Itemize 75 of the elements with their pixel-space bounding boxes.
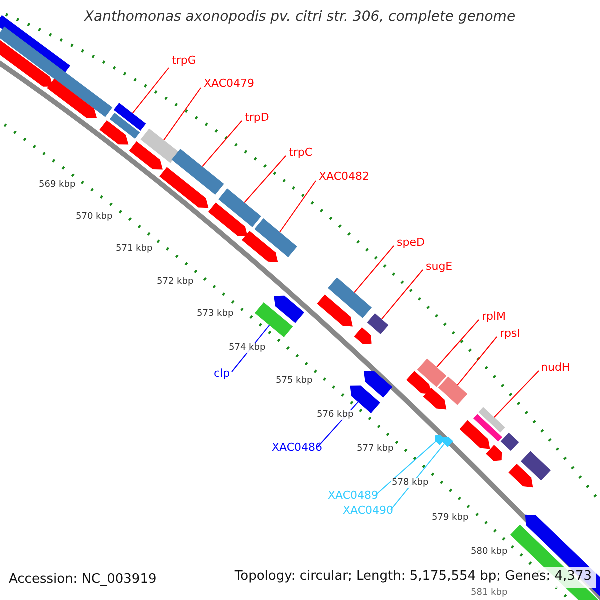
gene-segment [274,296,305,324]
scale-label: 576 kbp [316,410,355,420]
gene-segment [328,278,372,318]
leader-line [244,156,286,204]
leader-line [390,444,445,510]
gene-label: XAC0490 [343,505,394,518]
gene-segment [114,103,146,131]
footer-text: Accession: NC_003919 [9,573,157,588]
gene-segment [367,314,389,334]
gene-label: sugE [426,261,453,274]
gene-segment [0,40,54,87]
gene-segment [317,294,353,327]
gene-label: nudH [541,362,570,375]
gene-segment [438,376,468,406]
gene-segment [140,128,180,164]
scale-label: 579 kbp [431,513,470,524]
gene-segment [47,78,98,118]
leader-line [354,246,394,294]
leader-line [494,370,540,418]
gene-segment [254,302,294,338]
gene-label: XAC0482 [319,171,370,184]
gene-marker [443,436,454,448]
gene-label: XAC0486 [272,442,323,455]
gene-segment [254,218,298,258]
gene-segment [354,328,372,344]
gene-marker [435,434,446,446]
gene-segment [460,420,490,450]
gene-segment [417,358,447,388]
gene-segment [423,388,447,410]
gene-label: trpG [172,55,196,68]
gene-segment [129,142,163,170]
leader-line [376,441,436,496]
gene-segment [478,407,506,433]
gene-segment [406,371,432,394]
scale-label: 571 kbp [115,244,154,254]
gene-label: clp [214,368,230,381]
gene-segment [172,149,224,195]
leader-line [164,88,202,141]
leader-line [381,270,424,320]
gene-segment [500,432,520,452]
leader-line [457,336,498,386]
gene-segment [100,120,129,145]
scale-label: 581 kbp [470,588,509,598]
gene-label: trpC [289,147,312,160]
leader-line [280,180,316,233]
scale-label: 569 kbp [38,180,77,190]
scale-label: 575 kbp [275,376,314,386]
leader-line [436,320,480,368]
gene-label: XAC0479 [204,78,255,91]
gene-segment [521,451,551,481]
gene-segment [218,188,262,228]
gene-label: rpsI [500,328,520,341]
scale-label: 580 kbp [470,547,509,558]
gene-label: rplM [482,311,506,324]
scale-label: 578 kbp [391,478,430,488]
gene-segment [474,414,502,442]
gene-segment [486,445,502,462]
gene-segment [208,202,248,237]
scale-label: 572 kbp [156,277,195,288]
gene-segment [0,26,113,118]
title: Xanthomonas axonopodis pv. citri str. 306, complete genome [83,9,517,26]
gene-segment [160,167,209,208]
leader-line [202,120,242,168]
gene-label: speD [397,237,425,250]
gene-segment [508,464,534,488]
scale-label: 574 kbp [228,343,267,354]
gene-label: trpD [245,112,270,125]
leader-line [132,68,170,114]
gene-segment [110,113,140,139]
gene-label: XAC0489 [328,490,379,503]
gene-segment [364,371,393,398]
scale-label: 570 kbp [75,212,114,222]
gene-segment [242,230,278,262]
scale-label: 577 kbp [356,444,395,454]
scale-label: 573 kbp [196,309,235,320]
